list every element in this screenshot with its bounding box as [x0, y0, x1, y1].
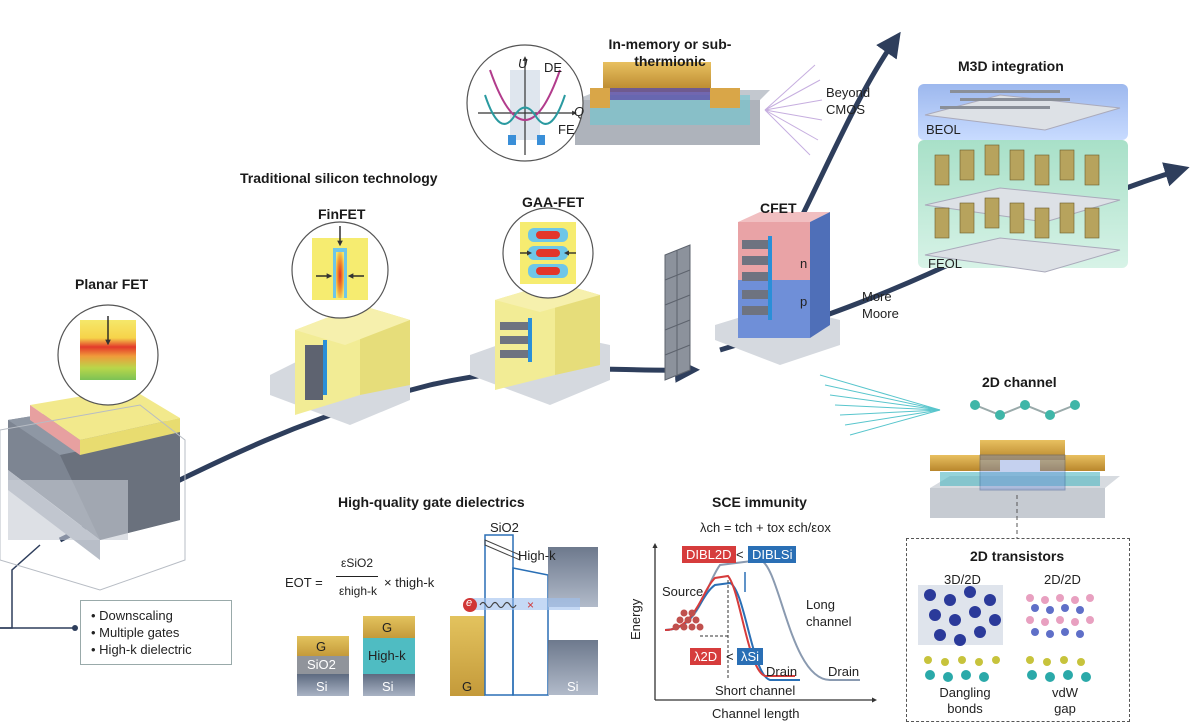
- title-gaafet: GAA-FET: [522, 194, 585, 210]
- gaafet-device: [470, 282, 610, 405]
- landau-energy-circle: [466, 44, 584, 162]
- title-finfet: FinFET: [318, 206, 366, 222]
- title-2d-transistors: 2D transistors: [970, 548, 1065, 564]
- inmemory-device: [575, 62, 823, 156]
- finfet-field-circle: [291, 221, 389, 319]
- lambda-si-tag: λSi: [737, 648, 764, 665]
- bullet-item: • Downscaling: [91, 608, 173, 623]
- label-beol: BEOL: [926, 122, 961, 137]
- finfet-device: [270, 305, 410, 425]
- channel2d-molecule: [970, 400, 1080, 420]
- band-highk: High-k: [518, 548, 556, 563]
- label-short-channel: Short channel: [715, 683, 796, 698]
- eot-denominator: εhigh-k: [338, 584, 378, 598]
- stack2-highk: High-k: [368, 648, 406, 663]
- label-cfet-n: n: [800, 256, 808, 271]
- stack1-si: Si: [316, 679, 328, 694]
- title-inmemory: In-memory or sub-thermionic: [608, 36, 732, 69]
- gaafet-field-circle: [502, 207, 594, 299]
- title-m3d-integration: M3D integration: [958, 58, 1064, 74]
- title-2d-channel: 2D channel: [982, 374, 1057, 390]
- electron-label: e: [466, 597, 473, 609]
- svg-text:×: ×: [527, 598, 534, 612]
- label-dangling-bonds: Dangling bonds: [939, 685, 991, 716]
- transistor-3d2d-atoms: [918, 585, 1003, 682]
- label-axis-u: U: [518, 56, 528, 71]
- label-feol: FEOL: [928, 256, 962, 271]
- label-long-channel: Long channel: [806, 597, 852, 629]
- stack2-g: G: [382, 620, 393, 635]
- band-si: Si: [567, 679, 579, 694]
- gate-stack-highk: [363, 616, 415, 696]
- label-source: Source: [662, 584, 704, 599]
- title-gate-dielectrics: High-quality gate dielectrics: [338, 494, 525, 510]
- channel2d-burst: [819, 374, 941, 436]
- bullet-item: • Multiple gates: [91, 625, 180, 640]
- gate-stack-sio2: [297, 636, 349, 696]
- planar-fet-field-circle: [57, 304, 159, 406]
- axis-energy: Energy: [628, 598, 643, 640]
- dibl-si-tag: DIBLSi: [748, 546, 797, 563]
- label-3d2d: 3D/2D: [944, 572, 981, 587]
- stack1-sio2: SiO2: [307, 657, 336, 672]
- label-2d2d: 2D/2D: [1044, 572, 1081, 587]
- transistor-2d2d-atoms: [1026, 594, 1094, 682]
- channel2d-device: [930, 440, 1120, 518]
- title-sce-immunity: SCE immunity: [712, 494, 807, 510]
- dibl-lt: <: [736, 547, 744, 562]
- title-planar-fet: Planar FET: [75, 276, 149, 292]
- band-diagram: ×: [450, 534, 598, 696]
- dibl-2d-tag: DIBL2D: [682, 546, 736, 563]
- label-fe: FE: [558, 122, 575, 137]
- band-g: G: [462, 679, 473, 694]
- cfet-device: [715, 212, 840, 365]
- lambda-equation: λch = tch + tox εch/εox: [700, 520, 831, 535]
- band-sio2: SiO2: [490, 520, 519, 535]
- label-drain-short: Drain: [766, 664, 798, 679]
- label-cfet-p: p: [800, 294, 808, 309]
- title-traditional-silicon: Traditional silicon technology: [240, 170, 438, 186]
- label-de: DE: [544, 60, 563, 75]
- label-axis-q: Q: [574, 104, 585, 119]
- eot-tail: × thigh-k: [384, 575, 435, 590]
- eot-label: EOT =: [285, 575, 323, 590]
- label-vdw-gap: vdW gap: [1052, 685, 1078, 716]
- eot-numerator: εSiO2: [340, 556, 374, 570]
- m3d-stack: [918, 84, 1128, 273]
- label-drain-long: Drain: [828, 664, 860, 679]
- bullet-item: • High-k dielectric: [91, 642, 192, 657]
- lambda-lt: <: [726, 649, 734, 664]
- transistors-2d-box: [906, 538, 1130, 722]
- planar-fet-device: [0, 388, 186, 591]
- title-cfet: CFET: [760, 200, 797, 216]
- axis-channel-length: Channel length: [712, 706, 800, 721]
- scaling-features-box: • Downscaling • Multiple gates • High-k …: [80, 600, 232, 665]
- lambda-2d-tag: λ2D: [690, 648, 722, 665]
- label-more-moore: More Moore: [862, 289, 899, 321]
- scaling-wall: [664, 244, 691, 381]
- stack2-si: Si: [382, 679, 394, 694]
- stack1-g: G: [316, 639, 327, 654]
- label-beyond-cmos: Beyond CMOS: [826, 85, 871, 117]
